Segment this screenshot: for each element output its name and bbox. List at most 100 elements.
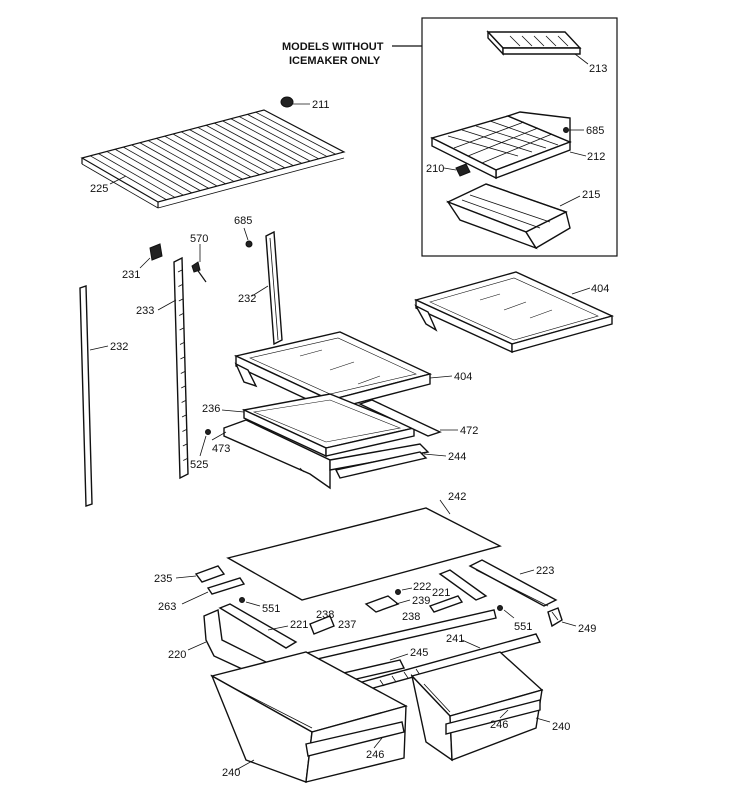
cover-support-239 (364, 595, 400, 613)
label-241: 241 (446, 633, 464, 645)
label-685-inset: 685 (586, 125, 604, 137)
label-236: 236 (202, 403, 220, 415)
label-233: 233 (136, 305, 154, 317)
label-238-right: 238 (402, 611, 420, 623)
rail-232-left (79, 285, 93, 507)
ladder-slot (181, 385, 186, 389)
ladder-slot (183, 458, 188, 461)
rail-221-upper (438, 569, 488, 601)
label-249: 249 (578, 623, 596, 635)
label-238-left: 238 (316, 609, 334, 621)
cap-211 (280, 96, 294, 108)
label-685: 685 (234, 215, 252, 227)
clip-249 (547, 607, 563, 628)
label-210: 210 (426, 163, 444, 175)
screw-222 (395, 589, 401, 595)
shelf-wire-rod (189, 129, 269, 173)
shelf-wire-rod (205, 124, 286, 169)
shelf-wire-rod (222, 120, 302, 164)
screw-473 (205, 429, 211, 435)
label-212: 212 (587, 151, 605, 163)
label-213: 213 (589, 63, 607, 75)
label-473: 473 (212, 443, 230, 455)
ice-bin-215 (446, 183, 571, 250)
label-222: 222 (413, 581, 431, 593)
label-242: 242 (448, 491, 466, 503)
label-215: 215 (582, 189, 600, 201)
inset-note-line1: MODELS WITHOUT (282, 41, 384, 53)
tray-rack-212 (430, 111, 572, 180)
shelf-wire-rod (164, 135, 243, 180)
label-551-left: 551 (262, 603, 280, 615)
label-232-left: 232 (110, 341, 128, 353)
label-240-left: 240 (222, 767, 240, 779)
shelf-wire-rod (214, 122, 294, 166)
shelf-wire-rod (238, 116, 319, 160)
cover-support-238-right (428, 595, 464, 613)
label-246-left: 246 (366, 749, 384, 761)
glass-shelf-404-center (233, 331, 433, 412)
label-244: 244 (448, 451, 466, 463)
shelf-wire-rod (255, 111, 336, 155)
label-221-lower: 221 (290, 619, 308, 631)
crisper-cover-242 (226, 507, 502, 601)
ladder-slot (182, 443, 188, 447)
label-246-right: 246 (490, 719, 508, 731)
inset-note-line2: ICEMAKER ONLY (289, 55, 381, 67)
label-404-center: 404 (454, 371, 472, 383)
screw-570 (191, 261, 207, 283)
ladder-slot (179, 342, 185, 345)
icemaker-inset: MODELS WITHOUT ICEMAKER ONLY 213 (282, 17, 618, 257)
ladder-slot (180, 371, 185, 374)
screw-685-inset (563, 127, 569, 133)
ladder-slot (180, 356, 185, 360)
track-223 (468, 559, 558, 607)
label-220: 220 (168, 649, 186, 661)
label-211: 211 (312, 99, 330, 111)
label-235: 235 (154, 573, 172, 585)
label-525: 525 (190, 459, 208, 471)
label-231: 231 (122, 269, 140, 281)
shelf-wire-rod (114, 148, 193, 194)
label-245: 245 (410, 647, 428, 659)
label-570: 570 (190, 233, 208, 245)
screw-551-left (239, 597, 245, 603)
shelf-wire-rod (106, 151, 184, 196)
ice-tray-213 (486, 30, 582, 56)
ladder-slot (177, 269, 183, 273)
label-404-right: 404 (591, 283, 609, 295)
glass-shelf-404-right (413, 271, 615, 354)
label-551-right: 551 (514, 621, 532, 633)
label-223: 223 (536, 565, 554, 577)
label-232-center: 232 (238, 293, 256, 305)
label-221-upper: 221 (432, 587, 450, 599)
bracket-235 (194, 565, 226, 583)
screw-551-right (497, 605, 503, 611)
shelf-frame-244 (223, 419, 430, 490)
ladder-slot (182, 429, 187, 432)
ladder-slot (181, 414, 187, 418)
crisper-drawer-240-left (210, 651, 408, 783)
ladder-slot (181, 400, 186, 403)
label-240-right: 240 (552, 721, 570, 733)
shelf-wire-rod (123, 146, 201, 191)
label-472: 472 (460, 425, 478, 437)
screw-685 (245, 240, 253, 248)
wire-shelf-225 (80, 109, 346, 209)
ladder-slot (179, 327, 184, 331)
shelf-wire-rod (139, 142, 218, 187)
shelf-wire-rod (98, 153, 176, 198)
ladder-slot (178, 284, 183, 287)
shelf-wire-rod (230, 118, 311, 162)
rail-221-lower (218, 603, 298, 649)
shelf-wire-rod (147, 140, 226, 185)
shelf-wire-rod (131, 144, 209, 189)
shelf-wire-rod (247, 114, 328, 157)
ladder-233 (173, 256, 189, 480)
label-237: 237 (338, 619, 356, 631)
ladder-slot (178, 298, 183, 302)
stop-231 (149, 243, 163, 261)
rail-263 (206, 577, 246, 595)
shelf-wire-rod (197, 127, 277, 171)
cover-support-238-left (309, 615, 335, 635)
